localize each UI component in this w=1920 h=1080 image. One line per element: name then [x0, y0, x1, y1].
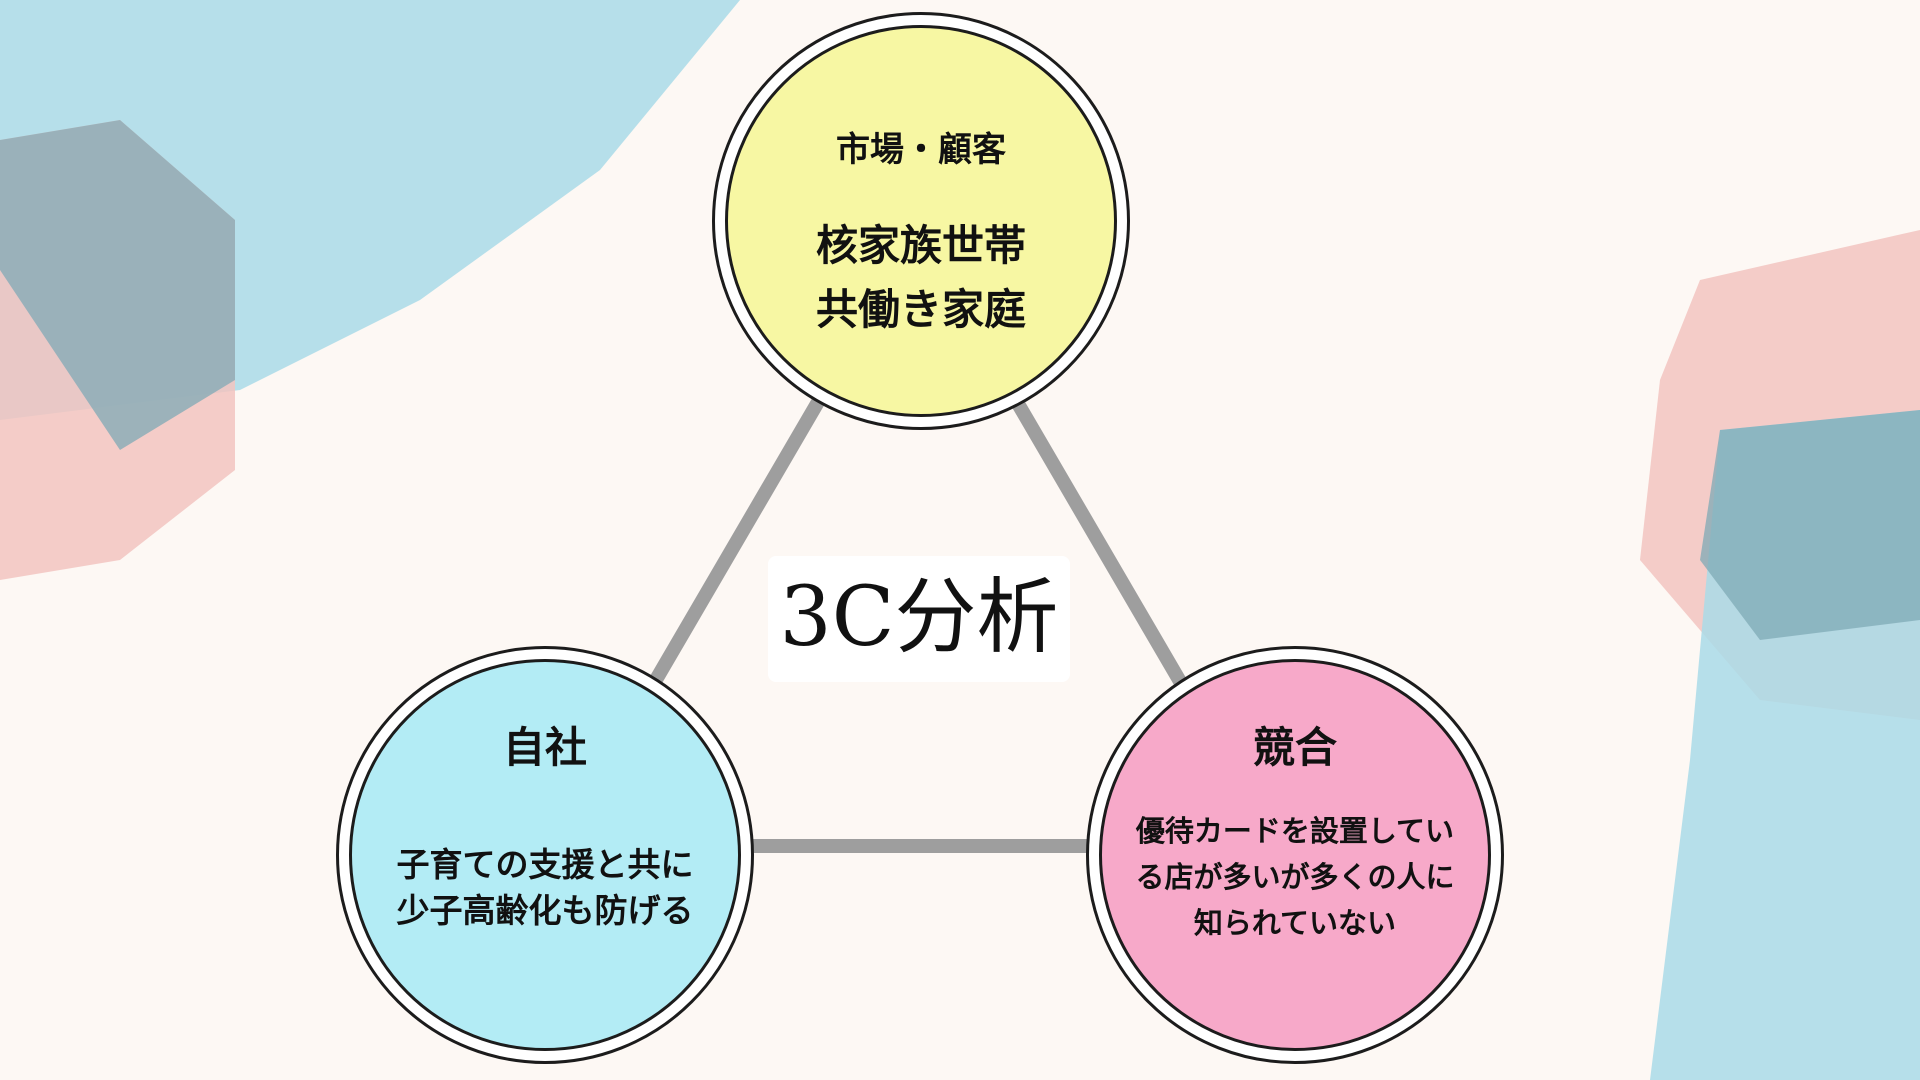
connector-market-competitor [1003, 386, 1192, 694]
company-line-2: 少子高齢化も防げる [396, 891, 694, 930]
competitor-fill: 競合 優待カードを設置してい る店が多いが多くの人に 知られていない [1099, 659, 1491, 1051]
market-customer-heading: 市場・顧客 [836, 130, 1006, 170]
company-line-1: 子育ての支援と共に [396, 845, 694, 884]
diagram-title: 3C分析 [779, 570, 1059, 665]
competitor-line-2: る店が多いが多くの人に [1135, 860, 1455, 894]
deco-slate-shape-right [1700, 410, 1920, 640]
competitor-node: 競合 優待カードを設置してい る店が多いが多くの人に 知られていない [1086, 646, 1504, 1064]
deco-slate-shape-left [0, 120, 235, 450]
competitor-heading: 競合 [1252, 723, 1337, 772]
company-fill: 自社 子育ての支援と共に 少子高齢化も防げる [349, 659, 741, 1051]
title-box: 3C分析 [768, 556, 1070, 682]
connector-market-company [643, 386, 832, 694]
company-heading: 自社 [502, 723, 587, 772]
market-customer-line-1: 核家族世帯 [815, 221, 1026, 270]
competitor-line-3: 知られていない [1193, 906, 1397, 940]
market-customer-fill: 市場・顧客 核家族世帯 共働き家庭 [725, 25, 1117, 417]
company-node: 自社 子育ての支援と共に 少子高齢化も防げる [336, 646, 754, 1064]
competitor-line-1: 優待カードを設置してい [1135, 814, 1455, 848]
market-customer-line-2: 共働き家庭 [815, 285, 1026, 334]
market-customer-node: 市場・顧客 核家族世帯 共働き家庭 [712, 12, 1130, 430]
